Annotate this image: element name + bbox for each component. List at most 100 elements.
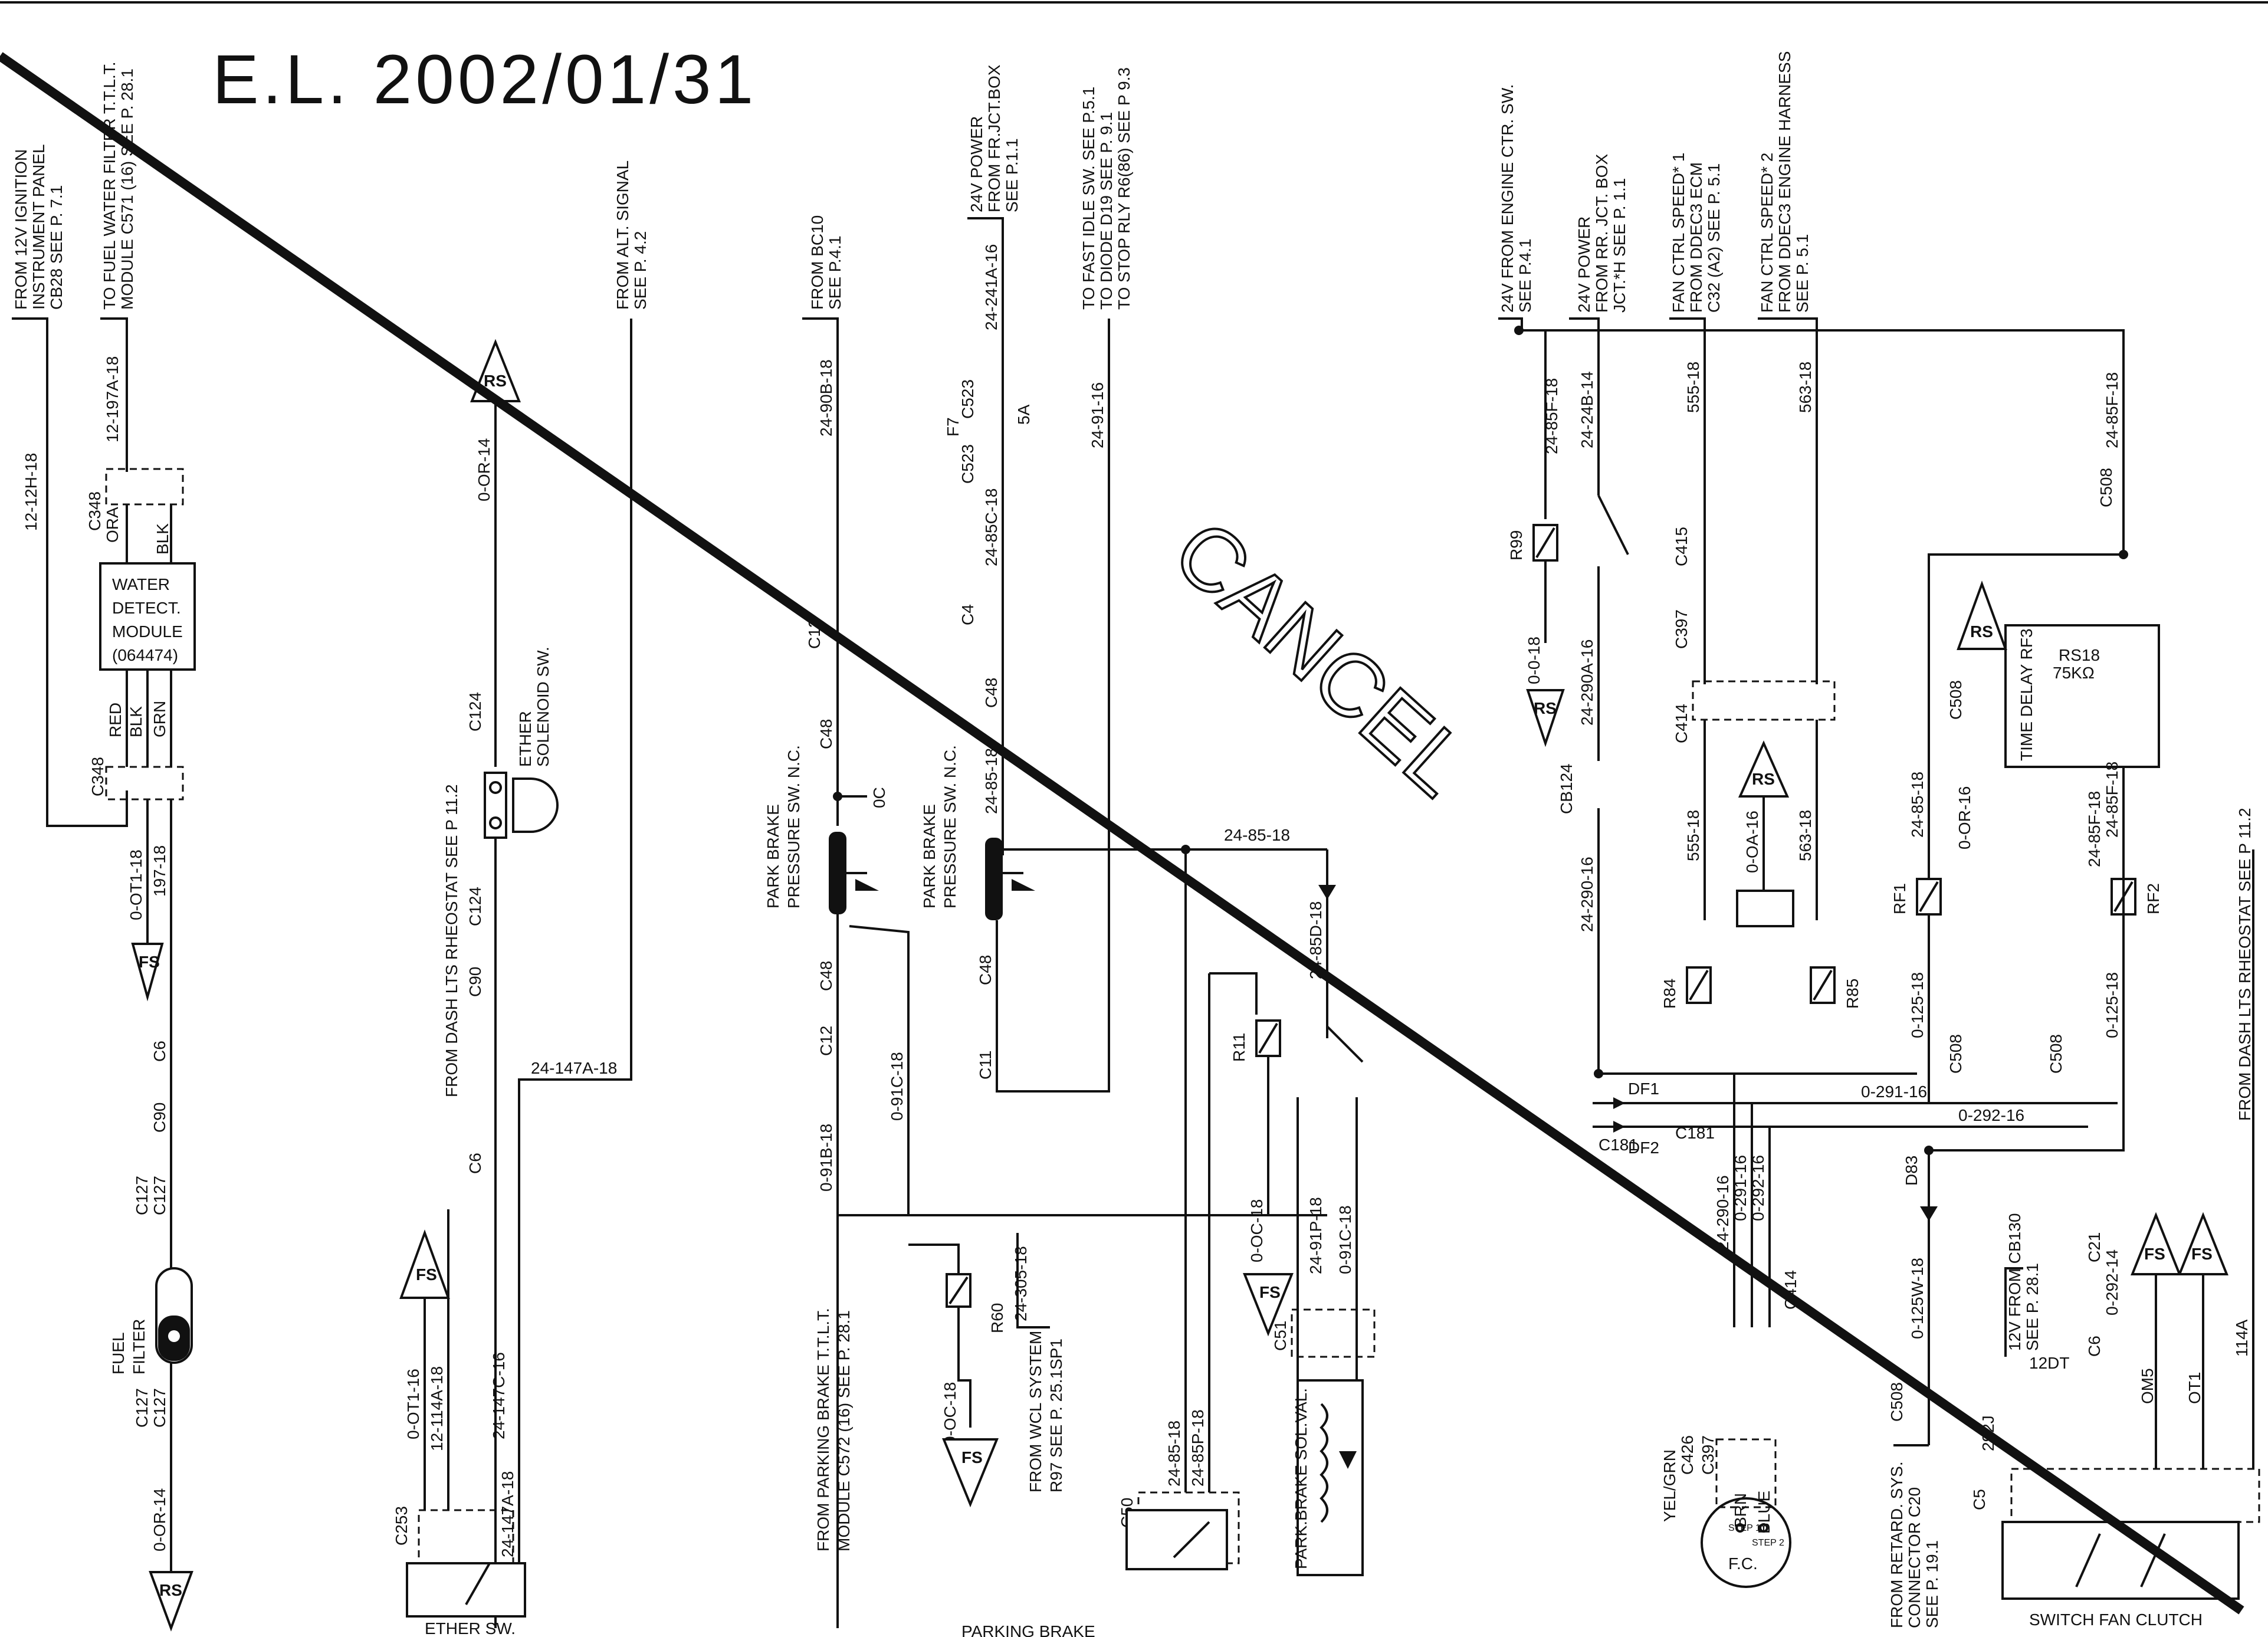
svg-text:MODULE C571 (16) SEE P. 28.1: MODULE C571 (16) SEE P. 28.1 — [118, 68, 136, 310]
relay-r99 — [1532, 524, 1558, 562]
connector-c426-c397 — [1715, 1438, 1777, 1508]
symbol-label: FS — [416, 1265, 437, 1284]
node-label: 0C — [870, 787, 888, 808]
svg-text:24V POWER: 24V POWER — [1575, 216, 1593, 313]
svg-text:SEE P. 19.1: SEE P. 19.1 — [1923, 1540, 1941, 1628]
wire-label: 0-OA-16 — [1743, 811, 1761, 873]
component-label: TIME DELAY RF3 — [2017, 628, 2036, 761]
ground-fs-symbol — [131, 943, 164, 1002]
note-cb130: 12V FROM CB130 SEE P. 28.1 — [2006, 1213, 2041, 1351]
svg-text:CONNECTOR C20: CONNECTOR C20 — [1905, 1487, 1924, 1628]
component-label: FILTER — [130, 1319, 148, 1374]
svg-text:24V FROM ENGINE CTR. SW.: 24V FROM ENGINE CTR. SW. — [1498, 84, 1517, 313]
wire-label: 24-85F-18 — [2085, 791, 2103, 867]
date-stamp: E.L. 2002/01/31 — [212, 41, 757, 119]
breaker-label: CB124 — [1557, 763, 1576, 814]
connector-label: C127 — [133, 1388, 151, 1428]
relay-label: R85 — [1843, 979, 1862, 1009]
svg-text:FROM DDEC3 ECM: FROM DDEC3 ECM — [1687, 162, 1705, 313]
wire-label: 563-18 — [1796, 362, 1814, 413]
note-24v-power-rr: 24V POWER FROM RR. JCT. BOX JCT.*H SEE P… — [1575, 154, 1629, 313]
wire-label: 0-91B-18 — [817, 1124, 835, 1192]
wire-24-147a — [513, 319, 632, 1570]
svg-text:SEE P. 28.1: SEE P. 28.1 — [2023, 1263, 2041, 1351]
wire-label: 12-114A-18 — [428, 1366, 446, 1451]
wire-label: 0-OC-18 — [1248, 1199, 1266, 1262]
note-fan-ctrl-2: FAN CTRL SPEED* 2 FROM DDEC3 ENGINE HARN… — [1758, 51, 1811, 313]
relay-label: RF2 — [2144, 883, 2162, 914]
wire-label: 0-292-16 — [1958, 1106, 2024, 1124]
junction — [2119, 550, 2128, 559]
component-label: PRESSURE SW. N.C. — [941, 745, 959, 908]
note-parking-brake: FROM PARKING BRAKE T.T.L.T. MODULE C572 … — [814, 1308, 853, 1551]
wire-label: 563-18 — [1796, 810, 1814, 861]
wire-label: 114A — [2233, 1319, 2251, 1357]
step-label: STEP 2 — [1752, 1538, 1784, 1548]
wire-label: 555-18 — [1684, 810, 1702, 861]
wire-label: 24-90B-18 — [817, 359, 835, 437]
diode-label: DF2 — [1628, 1139, 1659, 1157]
junction — [1594, 1069, 1603, 1078]
symbol-label: RS — [1534, 699, 1557, 717]
relay-r60 — [946, 1273, 971, 1308]
wire-label: 0-0-18 — [1525, 637, 1543, 684]
svg-text:FROM PARKING BRAKE T.T.L.T.: FROM PARKING BRAKE T.T.L.T. — [814, 1308, 832, 1551]
connector-label: C48 — [817, 719, 835, 749]
svg-text:TO DIODE D19 SEE P. 9.1: TO DIODE D19 SEE P. 9.1 — [1097, 112, 1115, 310]
wire-label: 24-85F-18 — [2103, 372, 2121, 448]
wire-label: 24-85-18 — [982, 748, 1000, 814]
fuse-rating: 5A — [1015, 404, 1033, 425]
diode-d83 — [1920, 1206, 1938, 1221]
connector-c348-bottom — [105, 766, 184, 801]
svg-text:SEE P.4.1: SEE P.4.1 — [826, 235, 844, 310]
connector-label: C508 — [1947, 1034, 1965, 1074]
connector-label: C90 — [466, 967, 484, 997]
connector-label: C508 — [1888, 1382, 1906, 1422]
connector-label: C5 — [1970, 1489, 1988, 1510]
connector-label: C508 — [2047, 1034, 2065, 1074]
svg-text:FROM FR.JCT.BOX: FROM FR.JCT.BOX — [985, 64, 1003, 212]
wire-label: 24-290-16 — [1578, 857, 1596, 932]
connector-label: C48 — [976, 955, 994, 985]
wire-color-label: BLK — [153, 523, 172, 555]
wire-color-label: RED — [106, 703, 124, 737]
symbol-label: RS — [484, 372, 507, 390]
return-rs-symbol — [149, 1571, 193, 1632]
wire-label: 0-91C-18 — [888, 1052, 906, 1121]
wire-label: 24-85-18 — [1224, 826, 1290, 844]
diode-df1 — [1613, 1097, 1625, 1109]
svg-text:FROM DDEC3 ENGINE HARNESS: FROM DDEC3 ENGINE HARNESS — [1775, 51, 1794, 313]
junction — [1514, 326, 1524, 335]
relay-label: R11 — [1230, 1033, 1248, 1062]
svg-text:FROM 12V IGNITION: FROM 12V IGNITION — [12, 149, 30, 310]
connector-c51 — [1291, 1308, 1376, 1358]
connector-label: C124 — [466, 887, 484, 926]
diode-symbol — [1318, 885, 1336, 900]
module-label: DETECT. — [112, 599, 181, 617]
wire-color-label: ORA — [103, 507, 122, 543]
symbol-label: FS — [139, 953, 160, 971]
component-label: ETHER SW. — [425, 1619, 516, 1637]
connector-label: C348 — [86, 491, 104, 531]
note-dash-lts: FROM DASH LTS RHEOSTAT SEE P 11.2 — [442, 784, 461, 1097]
connector-label: C11 — [976, 1051, 994, 1080]
connector-label: C127 — [133, 1176, 151, 1215]
connector-label: C6 — [150, 1041, 169, 1062]
note-24v-power-fr: 24V POWER FROM FR.JCT.BOX SEE P.1.1 — [967, 64, 1021, 212]
svg-text:FROM BC10: FROM BC10 — [808, 215, 826, 310]
note-bc10: FROM BC10 SEE P.4.1 — [808, 215, 844, 310]
svg-text:JCT.*H SEE P. 1.1: JCT.*H SEE P. 1.1 — [1610, 178, 1629, 313]
wire-label: 0-291-16 — [1861, 1082, 1927, 1101]
connector-label: C253 — [392, 1506, 411, 1546]
connector-label: C415 — [1672, 527, 1691, 566]
connector-label: C4 — [959, 604, 977, 625]
connector-label: C6 — [2085, 1336, 2103, 1357]
wire-label: 24-91P-18 — [1307, 1197, 1325, 1274]
wire-label: 24-241A-16 — [982, 244, 1000, 330]
relay-rf1 — [1916, 878, 1942, 916]
step-label: STEP 1 — [1728, 1523, 1761, 1533]
wire-12-197a — [100, 317, 128, 472]
wire-12-12h — [12, 317, 128, 827]
wire-label: 0-OT1-18 — [127, 849, 145, 920]
